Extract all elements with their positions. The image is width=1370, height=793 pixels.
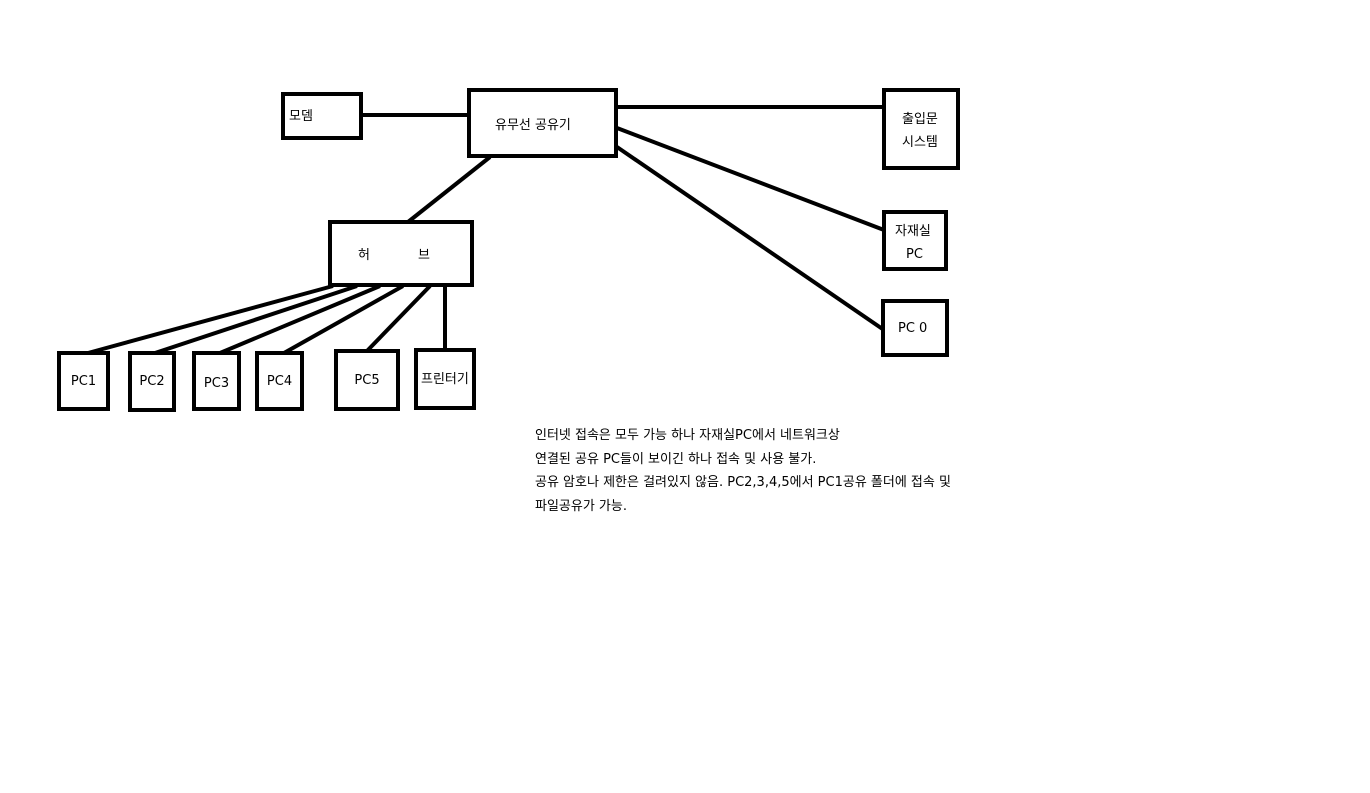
pc5-label: PC5 [354,373,380,388]
door-system-label-line1: 출입문 [902,112,938,127]
link-hub-pc3 [219,284,381,355]
link-router-hub [406,155,492,224]
storage-pc-label-line2: PC [906,247,923,262]
pc0-label: PC 0 [898,321,928,336]
door-system-label-line2: 시스템 [902,135,938,150]
printer-node: 프린터기 [414,348,476,410]
modem-node: 모뎀 [281,92,363,140]
pc1-node: PC1 [57,351,110,411]
hub-label-left: 허 [358,248,370,263]
link-hub-pc5 [365,284,432,353]
pc1-label: PC1 [70,374,97,389]
hub-label-right: 브 [418,248,430,263]
link-router-pc0 [615,145,886,332]
note-line-4: 파일공유가 가능. [535,498,627,514]
network-note: 인터넷 접속은 모두 가능 하나 자재실PC에서 네트워크상 연결된 공유 PC… [535,424,951,518]
router-node: 유무선 공유기 [467,88,618,158]
note-line-1: 인터넷 접속은 모두 가능 하나 자재실PC에서 네트워크상 [535,428,840,443]
storage-pc-node: 자재실 PC [882,210,948,271]
pc4-node: PC4 [255,351,304,411]
pc5-node: PC5 [334,349,400,411]
pc3-label: PC3 [203,376,230,391]
pc2-node: PC2 [128,351,176,412]
printer-label: 프린터기 [421,372,469,387]
pc3-node: PC3 [192,351,241,411]
pc2-label: PC2 [139,374,165,389]
link-hub-pc1 [87,284,334,355]
pc4-label: PC4 [266,374,293,389]
link-hub-pc4 [283,284,404,355]
link-router-storage-pc [616,126,885,232]
door-system-node: 출입문 시스템 [882,88,960,170]
hub-node: 허 브 [328,220,474,287]
link-hub-pc2 [154,284,358,355]
modem-label: 모뎀 [289,109,313,124]
note-line-3: 공유 암호나 제한은 걸려있지 않음. PC2,3,4,5에서 PC1공유 폴더… [535,475,951,490]
storage-pc-label-line1: 자재실 [895,224,931,239]
router-label: 유무선 공유기 [495,118,571,133]
note-line-2: 연결된 공유 PC들이 보이긴 하나 접속 및 사용 불가. [535,451,817,467]
pc0-node: PC 0 [881,299,949,357]
